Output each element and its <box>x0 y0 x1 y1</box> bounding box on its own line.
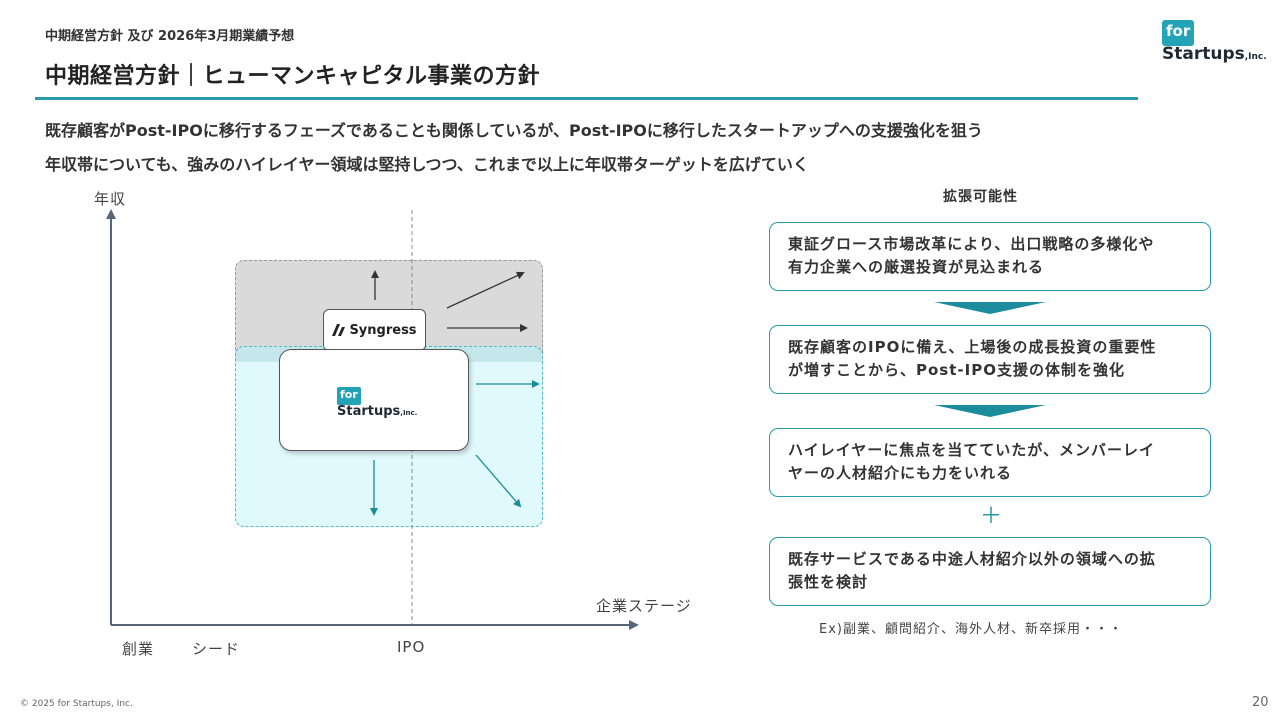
card-line-2: が増すことから、Post-IPO支援の体制を強化 <box>788 361 1125 379</box>
stage-label-ipo: IPO <box>397 638 426 656</box>
card-line-1: 東証グロース市場改革により、出口戦略の多様化や <box>788 235 1155 253</box>
forstartups-logo: for Startups,Inc. <box>337 383 417 419</box>
y-axis-label: 年収 <box>94 190 127 208</box>
forstartups-name-text: Startups <box>337 404 401 419</box>
company-logo: for Startups,Inc. <box>1162 20 1267 64</box>
stage-label-seed: シード <box>192 640 241 658</box>
forstartups-for-badge: for <box>337 387 361 405</box>
plus-icon: ＋ <box>980 504 1003 529</box>
logo-wordmark: Startups,Inc. <box>1162 44 1267 64</box>
title-divider <box>35 97 1138 100</box>
forstartups-suffix: ,Inc. <box>400 409 418 417</box>
syngress-label: Syngress <box>349 322 417 338</box>
expansion-card: 東証グロース市場改革により、出口戦略の多様化や 有力企業への厳選投資が見込まれる <box>769 222 1211 291</box>
logo-name-text: Startups <box>1162 44 1245 64</box>
x-axis-label: 企業ステージ <box>596 597 692 615</box>
card-line-1: ハイレイヤーに焦点を当てていたが、メンバーレイ <box>788 441 1155 459</box>
card-line-1: 既存顧客のIPOに備え、上場後の成長投資の重要性 <box>788 338 1157 356</box>
forstartups-wordmark: Startups,Inc. <box>337 404 417 419</box>
page-title: 中期経営方針｜ヒューマンキャピタル事業の方針 <box>45 64 541 89</box>
forstartups-logo-box: for Startups,Inc. <box>279 349 469 451</box>
card-line-2: ヤーの人材紹介にも力をいれる <box>788 464 1013 482</box>
expansion-card: 既存顧客のIPOに備え、上場後の成長投資の重要性 が増すことから、Post-IP… <box>769 325 1211 394</box>
card-line-2: 有力企業への厳選投資が見込まれる <box>788 258 1045 276</box>
arrow-down-right-teal <box>475 454 522 508</box>
down-arrow-icon <box>934 302 1046 314</box>
syngress-mark-icon <box>332 324 346 336</box>
syngress-logo-box: Syngress <box>323 309 426 351</box>
card-line-1: 既存サービスである中途人材紹介以外の領域への拡 <box>788 550 1156 568</box>
logo-suffix: ,Inc. <box>1244 52 1267 62</box>
logo-for-badge: for <box>1162 20 1195 46</box>
arrow-up-right <box>446 271 525 309</box>
copyright: © 2025 for Startups, Inc. <box>20 699 133 709</box>
panel-heading: 拡張可能性 <box>943 189 1018 205</box>
expansion-card: ハイレイヤーに焦点を当てていたが、メンバーレイ ヤーの人材紹介にも力をいれる <box>769 428 1211 497</box>
stage-label-founding: 創業 <box>122 640 155 658</box>
lead-line-2: 年収帯についても、強みのハイレイヤー領域は堅持しつつ、これまで以上に年収帯ターゲ… <box>45 155 809 174</box>
breadcrumb: 中期経営方針 及び 2026年3月期業績予想 <box>45 29 295 44</box>
page-number: 20 <box>1252 695 1269 710</box>
examples-note: Ex)副業、顧問紹介、海外人材、新卒採用・・・ <box>819 622 1123 637</box>
expansion-card: 既存サービスである中途人材紹介以外の領域への拡 張性を検討 <box>769 537 1211 606</box>
down-arrow-icon <box>934 405 1046 417</box>
card-line-2: 張性を検討 <box>788 573 869 591</box>
lead-line-1: 既存顧客がPost-IPOに移行するフェーズであることも関係しているが、Post… <box>45 121 983 140</box>
positioning-diagram <box>106 209 639 630</box>
